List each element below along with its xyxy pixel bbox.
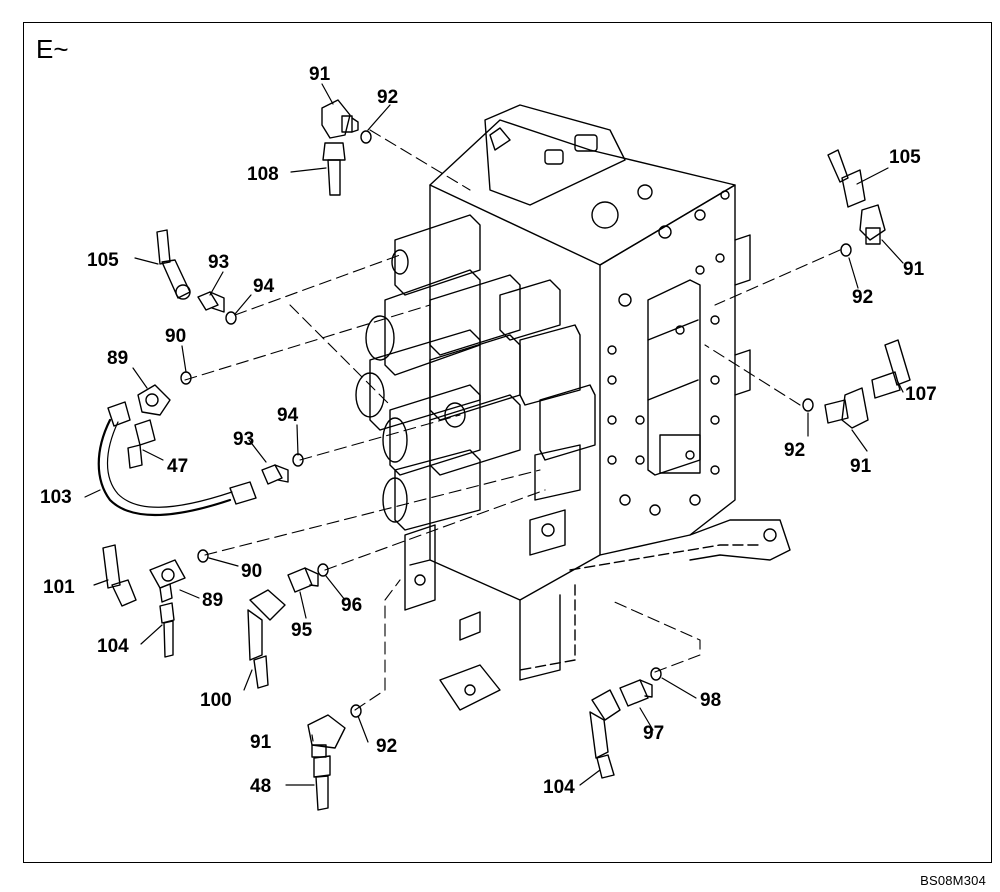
adapter-93-mid: [261, 464, 289, 485]
hose-fitting-108: [322, 142, 346, 196]
callout-94: 94: [253, 276, 275, 297]
o-ring-92-bottom: [350, 704, 362, 718]
callout-108: 108: [247, 164, 279, 185]
callout-91: 91: [250, 732, 272, 753]
callout-103: 103: [40, 487, 72, 508]
hose-fitting-104-left: [159, 602, 175, 658]
hose-fitting-104-right: [589, 689, 621, 779]
control-valve-body: [404, 104, 791, 711]
o-ring-96: [317, 563, 329, 577]
o-ring-92-lower-right: [802, 398, 814, 412]
callout-92: 92: [377, 87, 398, 108]
callout-92: 92: [376, 736, 397, 757]
callout-95: 95: [291, 620, 313, 641]
diagram-frame: [23, 22, 992, 863]
elbow-fitting-91-right: [859, 204, 886, 245]
callout-105: 105: [87, 250, 119, 271]
hose-103: [97, 401, 257, 517]
o-ring-98: [650, 667, 662, 681]
callout-101: 101: [43, 577, 75, 598]
callout-93: 93: [233, 429, 254, 450]
elbow-fitting-89-top: [137, 384, 171, 416]
elbow-fitting-91-top: [321, 99, 359, 139]
callout-96: 96: [341, 595, 362, 616]
callout-98: 98: [700, 690, 721, 711]
callout-92: 92: [852, 287, 873, 308]
elbow-fitting-91-bottom: [307, 714, 346, 758]
adapter-97: [619, 679, 653, 707]
spool-sections: [355, 214, 596, 556]
callout-91: 91: [309, 64, 331, 85]
hose-fitting-101: [102, 544, 137, 607]
o-ring-92-top: [360, 130, 372, 144]
o-ring-90-top: [180, 371, 192, 385]
callout-107: 107: [905, 384, 937, 405]
section-label: E~: [36, 34, 69, 64]
elbow-fitting-91-lower-right: [824, 387, 869, 429]
callout-100: 100: [200, 690, 232, 711]
o-ring-94-top: [225, 311, 237, 325]
adapter-95: [287, 567, 319, 593]
document-code: BS08M304: [920, 873, 986, 888]
callout-leaders: [84, 83, 904, 786]
tee-fitting-89-bottom: [149, 559, 186, 603]
callout-92: 92: [784, 440, 805, 461]
hose-end-47: [127, 419, 156, 469]
callout-91: 91: [850, 456, 872, 477]
callout-90: 90: [241, 561, 262, 582]
assembly-lines: [184, 129, 841, 711]
callout-97: 97: [643, 723, 664, 744]
hose-fitting-105-left: [156, 229, 191, 300]
callout-90: 90: [165, 326, 186, 347]
hose-fitting-100: [247, 589, 286, 689]
o-ring-92-right: [840, 243, 852, 257]
callout-47: 47: [167, 456, 188, 477]
adapter-93-top: [197, 291, 225, 313]
hose-fitting-105-right: [827, 149, 866, 208]
callout-104: 104: [543, 777, 575, 798]
callout-89: 89: [107, 348, 128, 369]
callout-48: 48: [250, 776, 271, 797]
callout-91: 91: [903, 259, 925, 280]
callout-94: 94: [277, 405, 299, 426]
hose-fitting-107: [871, 339, 911, 399]
callout-89: 89: [202, 590, 223, 611]
o-ring-90-bottom: [197, 549, 209, 563]
callout-105: 105: [889, 147, 921, 168]
hose-fitting-48: [313, 755, 331, 811]
callout-93: 93: [208, 252, 229, 273]
callout-104: 104: [97, 636, 129, 657]
callout-numbers: 91 92 108 105 91 92 105 93 94 90 89 94 9…: [40, 64, 937, 798]
